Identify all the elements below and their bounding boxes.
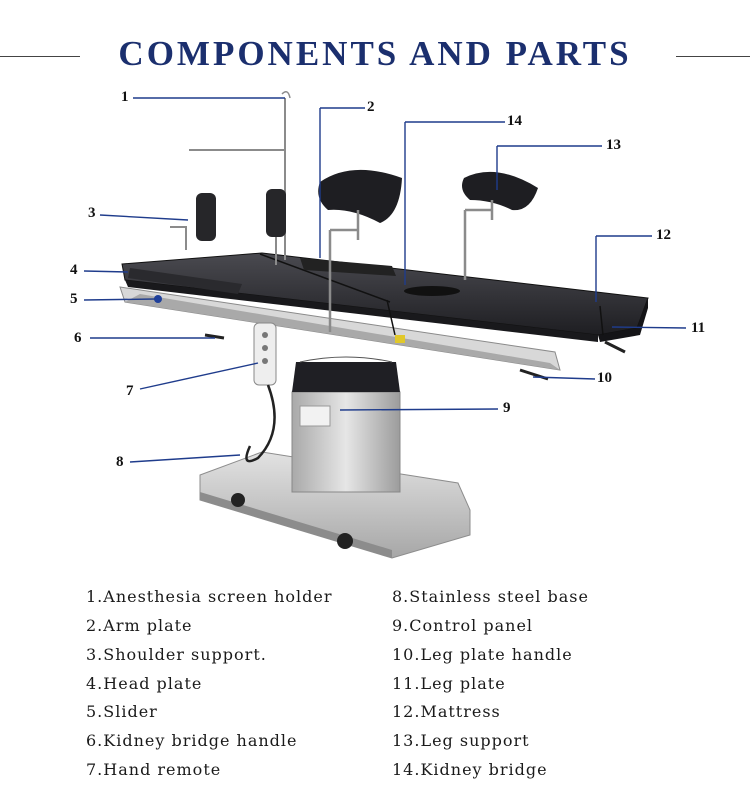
- callout-7: 7: [126, 383, 134, 399]
- callout-13: 13: [606, 137, 621, 153]
- legend-item-6: 6.Kidney bridge handle: [86, 731, 298, 750]
- legend-item-3: 3.Shoulder support.: [86, 645, 267, 664]
- leg-support: [318, 169, 538, 332]
- legend-item-8: 8.Stainless steel base: [392, 587, 589, 606]
- shoulder-support: [170, 189, 286, 265]
- operating-table-diagram: 1 2 14 13 3 12 4 5 6 11 10 7 9 8: [0, 80, 750, 580]
- legend-item-13: 13.Leg support: [392, 731, 530, 750]
- callout-1: 1: [121, 89, 129, 105]
- callout-11: 11: [691, 320, 706, 336]
- legend-item-9: 9.Control panel: [392, 616, 534, 635]
- callout-14: 14: [507, 113, 522, 129]
- legend-item-4: 4.Head plate: [86, 674, 203, 693]
- legend-item-11: 11.Leg plate: [392, 674, 506, 693]
- control-panel: [299, 405, 331, 427]
- header-rule-right: [676, 56, 750, 57]
- column: [291, 356, 401, 493]
- legend-item-2: 2.Arm plate: [86, 616, 193, 635]
- mattress: [121, 252, 649, 342]
- legend-item-14: 14.Kidney bridge: [392, 760, 548, 779]
- operating-table-illustration: [83, 91, 687, 559]
- hand-remote: [245, 322, 277, 463]
- handles: [154, 295, 626, 381]
- arm-plate: [128, 258, 396, 294]
- callout-2: 2: [367, 99, 375, 115]
- header-rule-left: [0, 56, 80, 57]
- legend-item-7: 7.Hand remote: [86, 760, 222, 779]
- callout-8: 8: [116, 454, 124, 470]
- legend-item-10: 10.Leg plate handle: [392, 645, 573, 664]
- leader-lines: [83, 97, 687, 463]
- legend-item-12: 12.Mattress: [392, 702, 501, 721]
- parts-legend: 1.Anesthesia screen holder 2.Arm plate 3…: [0, 585, 750, 805]
- callout-12: 12: [656, 227, 671, 243]
- legend-item-1: 1.Anesthesia screen holder: [86, 587, 333, 606]
- callout-3: 3: [88, 205, 96, 221]
- callout-9: 9: [503, 400, 511, 416]
- stainless-steel-base: [199, 451, 471, 559]
- legend-item-5: 5.Slider: [86, 702, 158, 721]
- callout-5: 5: [70, 291, 78, 307]
- side-rail: [119, 286, 561, 371]
- callout-6: 6: [74, 330, 82, 346]
- callout-10: 10: [597, 370, 612, 386]
- callout-4: 4: [70, 262, 78, 278]
- page-title: COMPONENTS AND PARTS: [118, 34, 632, 73]
